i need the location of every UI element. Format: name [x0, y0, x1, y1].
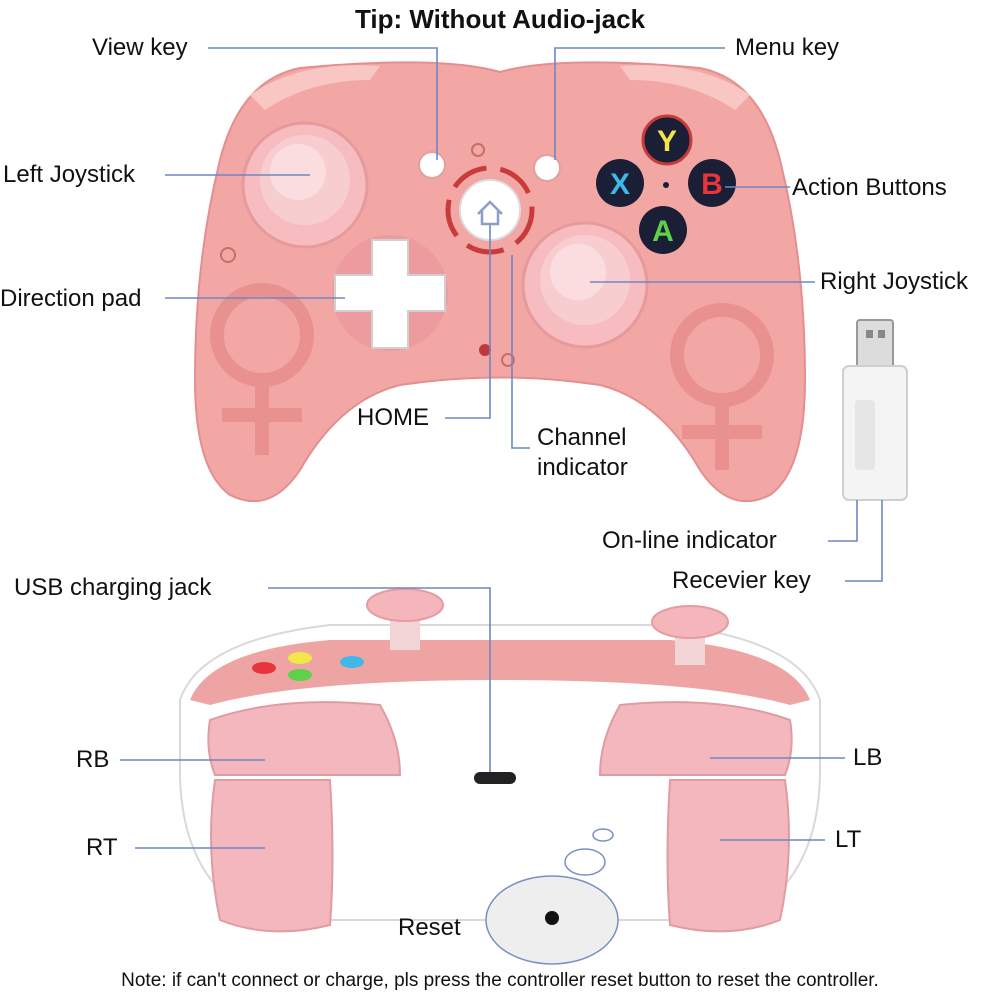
action-button-letters: Y X B A: [610, 125, 723, 248]
menu-key[interactable]: [533, 154, 561, 182]
left-stick-cap: [366, 588, 444, 650]
rt-trigger[interactable]: [210, 779, 334, 933]
label-action-buttons: Action Buttons: [792, 174, 947, 201]
page-title: Tip: Without Audio-jack: [354, 4, 646, 34]
rb-bumper[interactable]: [207, 701, 402, 776]
leader-lines: [120, 47, 883, 849]
controller-top-view: [179, 588, 821, 933]
label-channel-indicator-line1: Channel: [537, 424, 627, 451]
label-usb-charging-jack: USB charging jack: [14, 574, 212, 601]
label-direction-pad: Direction pad: [0, 285, 142, 312]
lb-bumper[interactable]: [598, 701, 793, 776]
x-button-label: X: [610, 168, 630, 201]
label-left-joystick: Left Joystick: [3, 161, 136, 188]
action-buttons: [596, 114, 736, 254]
label-channel-indicator-line2: indicator: [537, 454, 628, 481]
decor-female-symbol-left: [210, 283, 314, 455]
label-view-key: View key: [92, 34, 188, 61]
label-receiver-key: Recevier key: [672, 567, 811, 594]
view-key[interactable]: [418, 151, 446, 179]
label-home: HOME: [357, 404, 429, 431]
lt-trigger[interactable]: [666, 779, 790, 933]
right-stick-cap: [651, 605, 729, 665]
label-lb: LB: [853, 744, 883, 771]
label-right-joystick: Right Joystick: [820, 268, 969, 295]
left-joystick[interactable]: [241, 121, 369, 249]
a-button-label: A: [652, 215, 674, 248]
label-online-indicator: On-line indicator: [602, 527, 777, 554]
usb-receiver: [842, 319, 908, 501]
y-button-label: Y: [657, 125, 677, 158]
label-rb: RB: [76, 746, 110, 773]
footer-note: Note: if can't connect or charge, pls pr…: [121, 970, 879, 991]
label-rt: RT: [86, 834, 118, 861]
b-button-label: B: [701, 168, 723, 201]
controller-front: [193, 61, 807, 503]
label-menu-key: Menu key: [735, 34, 840, 61]
label-lt: LT: [835, 826, 862, 853]
home-icon: [477, 200, 503, 226]
direction-pad[interactable]: [332, 235, 448, 351]
reset-callout: [485, 828, 619, 965]
usb-charging-port: [474, 772, 516, 784]
decor-female-symbol-right: [670, 303, 774, 470]
right-joystick[interactable]: [521, 221, 649, 349]
label-reset: Reset: [398, 914, 461, 941]
